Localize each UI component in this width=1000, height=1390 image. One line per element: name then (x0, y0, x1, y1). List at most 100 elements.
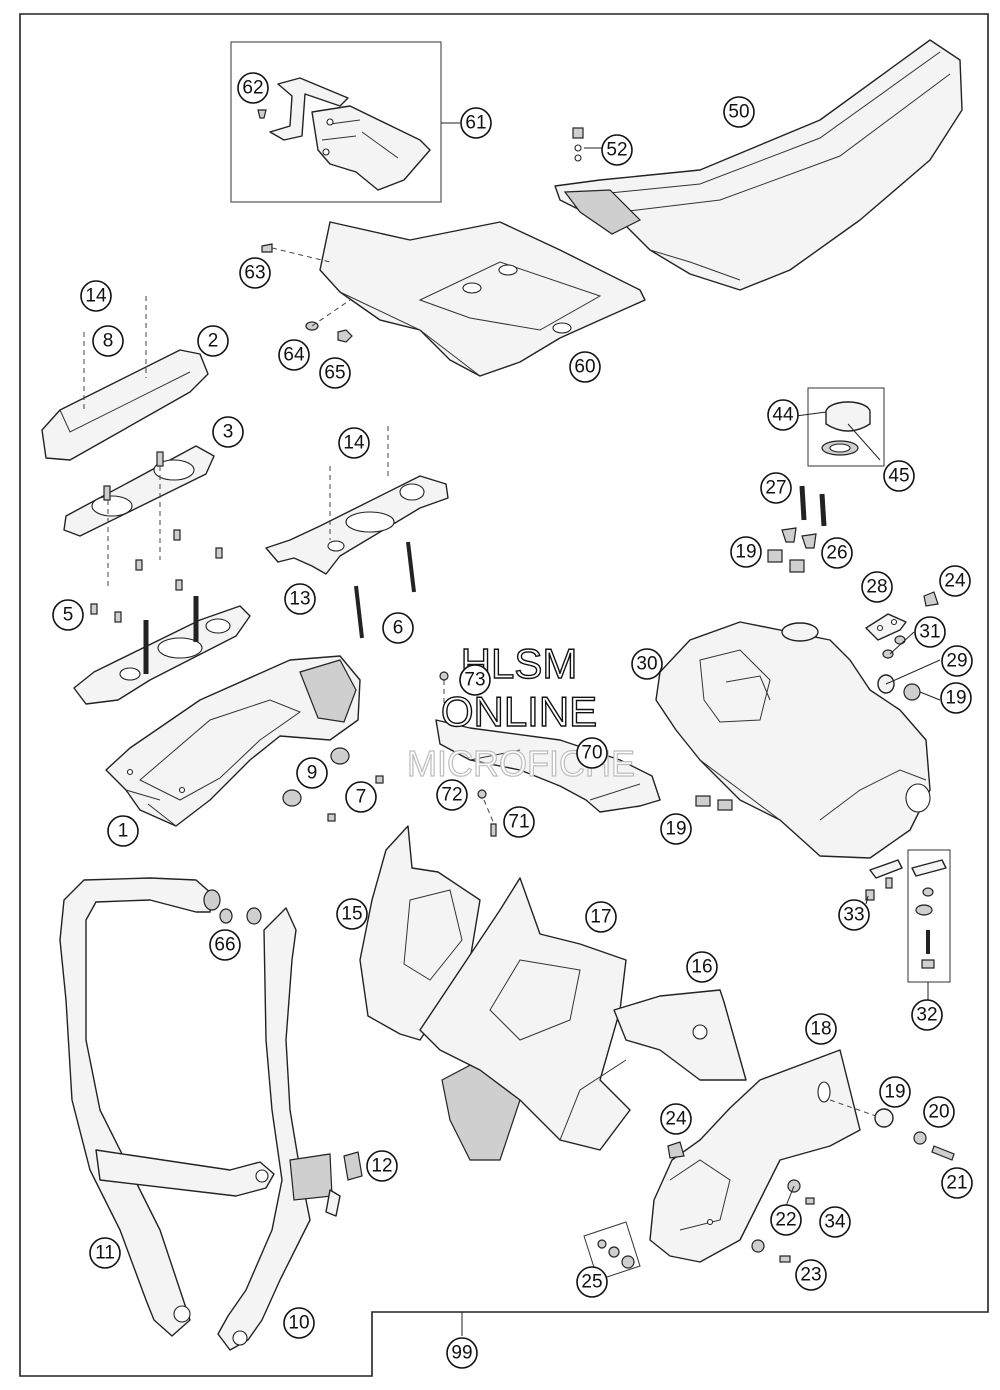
bushing-19-lower (829, 1099, 894, 1128)
filler-cap-44 (807, 387, 885, 467)
svg-text:2: 2 (208, 331, 219, 352)
fuel-tank-30 (655, 621, 931, 859)
callout-14: 14 (80, 280, 112, 312)
spoiler-16 (613, 989, 747, 1081)
spoiler-18 (649, 1049, 861, 1263)
callout-1: 1 (107, 815, 139, 847)
callout-70: 70 (576, 737, 608, 769)
gasket-45 (821, 440, 859, 456)
svg-text:14: 14 (85, 286, 107, 307)
svg-text:19: 19 (735, 542, 756, 563)
screw-71 (483, 799, 497, 837)
airbox-1 (105, 655, 361, 827)
clip-12 (343, 1151, 363, 1181)
svg-text:25: 25 (581, 1272, 602, 1293)
callout-71: 71 (503, 806, 535, 838)
svg-text:9: 9 (307, 763, 318, 784)
callout-60: 60 (569, 351, 601, 383)
svg-text:61: 61 (465, 113, 486, 134)
callout-24b: 24 (660, 1103, 692, 1135)
callout-19b: 19 (940, 682, 972, 714)
svg-text:22: 22 (775, 1210, 796, 1231)
svg-text:31: 31 (919, 622, 940, 643)
callout-29: 29 (941, 645, 973, 677)
callout-13: 13 (284, 583, 316, 615)
washer-72 (477, 789, 487, 799)
callout-21: 21 (941, 1167, 973, 1199)
guard-10 (217, 907, 341, 1351)
svg-text:29: 29 (946, 651, 967, 672)
callout-3: 3 (212, 416, 244, 448)
svg-text:70: 70 (581, 743, 602, 764)
callout-6: 6 (382, 612, 414, 644)
bolts-27 (799, 485, 827, 527)
callout-27: 27 (760, 472, 792, 504)
seat-50 (554, 39, 963, 291)
svg-text:17: 17 (590, 907, 611, 928)
svg-text:32: 32 (916, 1005, 937, 1026)
bushing-9 (282, 747, 350, 807)
screw-63 (261, 243, 331, 263)
inset-box-61 (230, 41, 442, 203)
svg-text:21: 21 (946, 1173, 967, 1194)
callout-9: 9 (296, 757, 328, 789)
svg-text:72: 72 (441, 785, 462, 806)
callout-12: 12 (366, 1150, 398, 1182)
callout-19c: 19 (660, 813, 692, 845)
callout-62: 62 (237, 72, 269, 104)
screw-73 (439, 671, 449, 716)
callout-99: 99 (446, 1337, 478, 1369)
svg-text:71: 71 (508, 812, 529, 833)
spoiler-17 (419, 877, 631, 1151)
svg-text:8: 8 (103, 331, 114, 352)
svg-text:44: 44 (772, 405, 794, 426)
callout-64: 64 (278, 339, 310, 371)
bracket-5 (73, 605, 251, 705)
svg-text:19: 19 (884, 1082, 905, 1103)
svg-text:45: 45 (888, 466, 909, 487)
washer-20 (913, 1131, 927, 1145)
svg-text:62: 62 (242, 78, 263, 99)
box-32 (907, 849, 951, 983)
screw-7 (327, 775, 384, 822)
callout-11: 11 (89, 1237, 121, 1269)
callout-72: 72 (436, 779, 468, 811)
callout-15: 15 (336, 898, 368, 930)
svg-text:10: 10 (288, 1313, 309, 1334)
bracket-61 (269, 77, 431, 191)
bracket-13 (265, 475, 449, 575)
svg-text:19: 19 (665, 819, 686, 840)
svg-text:64: 64 (283, 345, 305, 366)
svg-text:30: 30 (636, 654, 657, 675)
callout-16: 16 (686, 951, 718, 983)
svg-text:33: 33 (843, 905, 864, 926)
svg-text:24: 24 (665, 1109, 687, 1130)
callout-50: 50 (723, 96, 755, 128)
callout-31: 31 (914, 616, 946, 648)
callout-28: 28 (861, 571, 893, 603)
svg-text:14: 14 (343, 433, 365, 454)
callout-17: 17 (585, 901, 617, 933)
callout-73: 73 (459, 664, 491, 696)
svg-text:16: 16 (691, 957, 712, 978)
svg-text:15: 15 (341, 904, 362, 925)
callout-23: 23 (795, 1259, 827, 1291)
svg-text:11: 11 (95, 1243, 115, 1264)
bushing-19-right (903, 683, 921, 701)
nut-31 (882, 635, 906, 659)
screw-34 (805, 1197, 815, 1205)
svg-text:5: 5 (63, 605, 74, 626)
svg-text:7: 7 (356, 787, 367, 808)
svg-text:1: 1 (118, 821, 129, 842)
svg-text:28: 28 (866, 577, 887, 598)
bushing-66 (219, 907, 262, 925)
clip-24-lower (667, 1141, 685, 1159)
washer-23 (751, 1239, 791, 1263)
callout-30: 30 (631, 648, 663, 680)
screw-62 (257, 109, 267, 119)
callout-19a: 19 (730, 536, 762, 568)
svg-text:60: 60 (574, 357, 595, 378)
svg-text:66: 66 (214, 935, 235, 956)
callout-10: 10 (283, 1307, 315, 1339)
fastener-set-25 (583, 1221, 641, 1281)
